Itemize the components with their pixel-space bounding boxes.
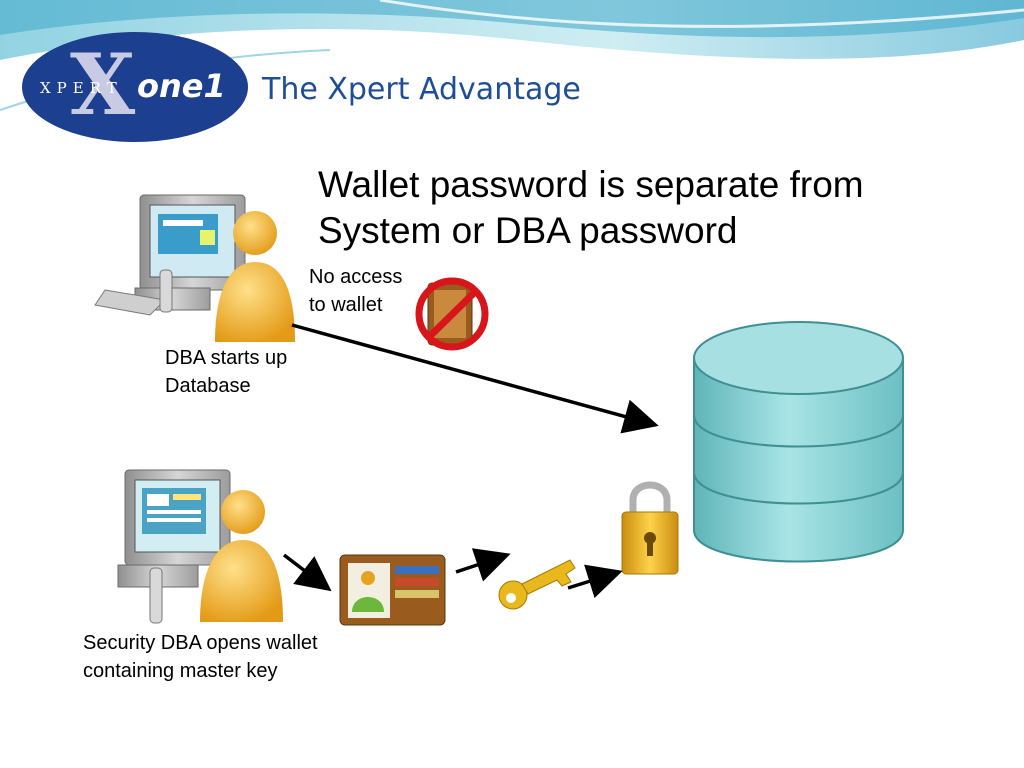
wallet-icon xyxy=(339,554,446,626)
header-wave xyxy=(0,0,1024,111)
arrow-key-to-lock xyxy=(567,564,623,599)
dba-caption-line: DBA starts up xyxy=(165,347,288,369)
workstation-icon xyxy=(94,194,246,316)
arrow-dba-to-database xyxy=(291,323,659,434)
security-dba-caption: Security DBA opens wallet containing mas… xyxy=(83,629,318,685)
workstation-icon xyxy=(117,469,231,624)
security-caption-line: Security DBA opens wallet xyxy=(83,632,318,654)
key-icon xyxy=(498,559,576,610)
dba-caption: DBA starts up Database xyxy=(165,344,287,400)
headline-line: Wallet password is separate from xyxy=(318,164,864,205)
svg-text:X: X xyxy=(70,35,136,134)
security-dba-person-icon xyxy=(200,490,283,622)
no-access-line: to wallet xyxy=(309,294,383,316)
arrow-security-to-wallet xyxy=(282,553,332,592)
arrow-wallet-to-key xyxy=(455,548,511,582)
dba-person-icon xyxy=(215,211,295,342)
headline-line: System or DBA password xyxy=(318,210,738,251)
database-icon xyxy=(693,321,904,563)
slide-title: The Xpert Advantage xyxy=(262,72,581,107)
xpertone-logo: X XPERT one1 xyxy=(22,32,248,142)
prohibited-icon xyxy=(415,277,489,351)
security-caption-line: containing master key xyxy=(83,660,278,682)
padlock-icon xyxy=(621,481,679,575)
headline: Wallet password is separate from System … xyxy=(318,162,864,254)
svg-text:XPERT: XPERT xyxy=(40,79,123,97)
svg-text:one1: one1 xyxy=(137,67,226,105)
dba-caption-line: Database xyxy=(165,375,251,397)
no-access-line: No access xyxy=(309,266,403,288)
no-access-label: No access to wallet xyxy=(309,263,402,319)
